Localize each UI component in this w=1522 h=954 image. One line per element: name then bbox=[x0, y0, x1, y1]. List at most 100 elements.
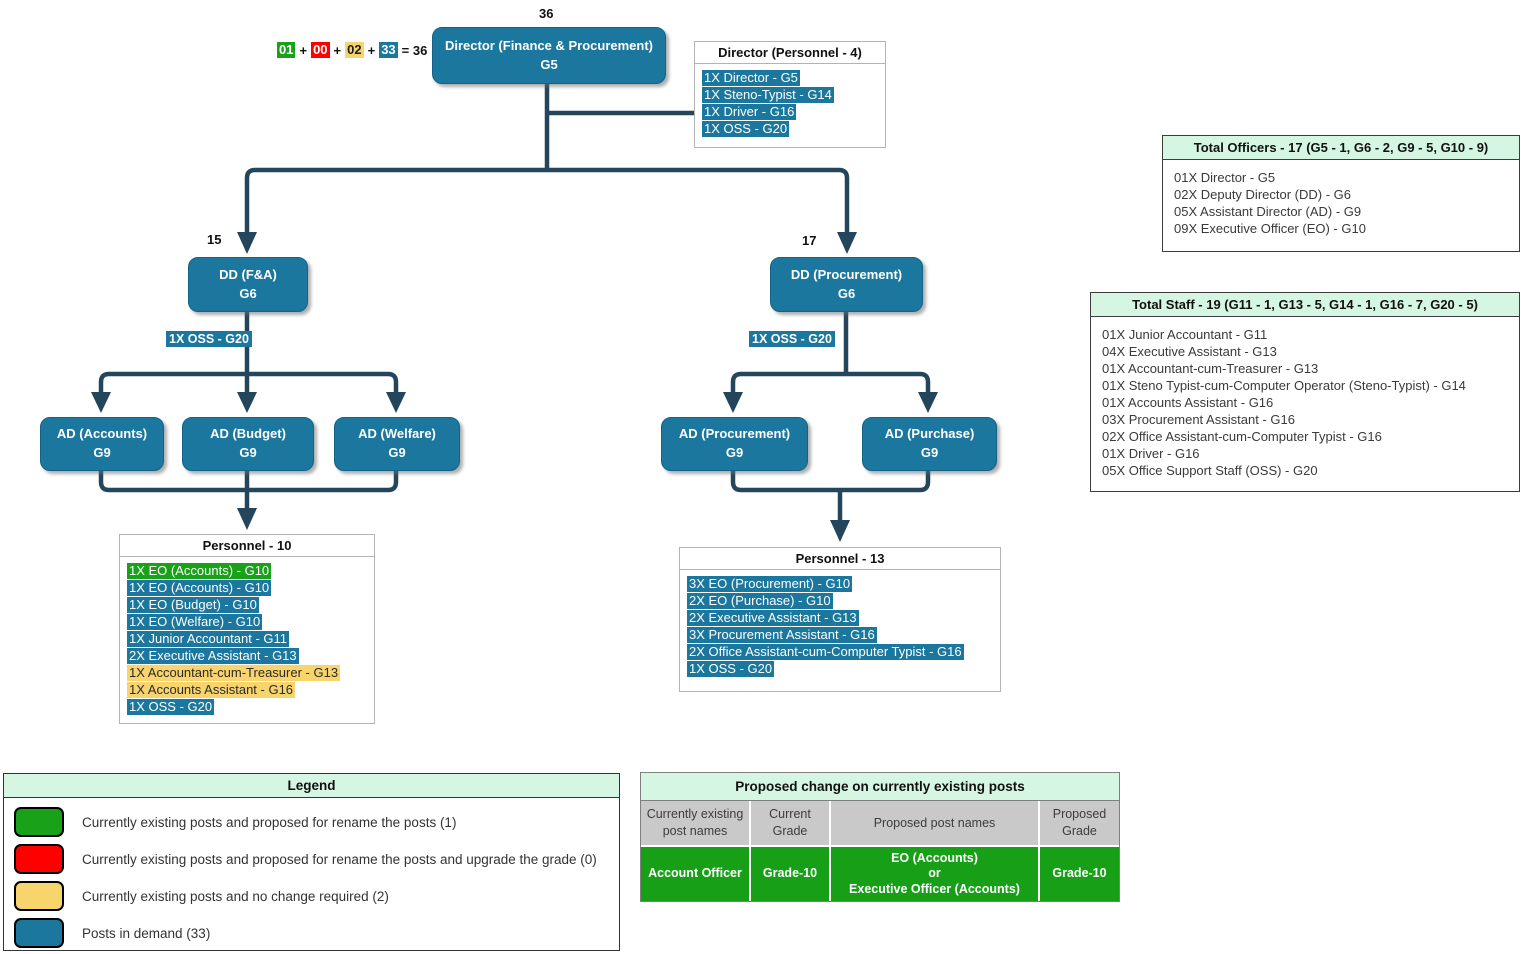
connector-left-merge-b bbox=[247, 470, 399, 493]
staff-item: 01X Junior Accountant - G11 bbox=[1102, 327, 1268, 342]
connector-ddfa-bar bbox=[98, 371, 399, 392]
edge-label-oss-left: 1X OSS - G20 bbox=[166, 331, 252, 347]
legend-row: Posts in demand (33) bbox=[14, 918, 609, 948]
org-node-grade: G5 bbox=[540, 56, 558, 72]
org-node-ad-budget: AD (Budget) G9 bbox=[182, 417, 314, 471]
personnel-item: 2X Office Assistant-cum-Computer Typist … bbox=[687, 644, 964, 660]
staff-item: 02X Office Assistant-cum-Computer Typist… bbox=[1102, 429, 1382, 444]
arrow-down-icon bbox=[918, 392, 938, 413]
org-node-title: AD (Purchase) bbox=[884, 426, 975, 442]
legend-label: Currently existing posts and proposed fo… bbox=[82, 851, 597, 867]
staff-item: 01X Accounts Assistant - G16 bbox=[1102, 395, 1274, 410]
org-node-dd-procurement: DD (Procurement) G6 bbox=[770, 257, 923, 312]
legend-red-swatch bbox=[14, 844, 64, 874]
officer-item: 02X Deputy Director (DD) - G6 bbox=[1174, 187, 1351, 202]
personnel-item: 1X OSS - G20 bbox=[702, 121, 790, 137]
connector-ddproc-bar bbox=[730, 371, 931, 392]
total-staff-title: Total Staff - 19 (G11 - 1, G13 - 5, G14 … bbox=[1091, 293, 1519, 317]
org-node-title: AD (Budget) bbox=[210, 426, 286, 442]
plus-sign: + bbox=[367, 42, 376, 58]
personnel13-title: Personnel - 13 bbox=[680, 548, 1000, 570]
legend-panel: Legend Currently existing posts and prop… bbox=[3, 773, 620, 951]
connector-root-split bbox=[244, 167, 850, 232]
staff-item: 01X Driver - G16 bbox=[1102, 446, 1200, 461]
org-node-title: AD (Welfare) bbox=[358, 426, 436, 442]
org-node-grade: G9 bbox=[93, 445, 111, 460]
total-staff-panel: Total Staff - 19 (G11 - 1, G13 - 5, G14 … bbox=[1090, 292, 1520, 492]
personnel-item: 1X Junior Accountant - G11 bbox=[127, 631, 290, 647]
table-cell: Grade-10 bbox=[1038, 845, 1119, 901]
org-node-title: Director (Finance & Procurement) bbox=[444, 37, 654, 53]
org-node-director: Director (Finance & Procurement) G5 bbox=[432, 27, 666, 84]
total-officers-panel: Total Officers - 17 (G5 - 1, G6 - 2, G9 … bbox=[1162, 135, 1520, 252]
personnel-item: 1X Steno-Typist - G14 bbox=[702, 87, 834, 103]
arrow-down-icon bbox=[91, 392, 111, 413]
personnel-item: 2X Executive Assistant - G13 bbox=[127, 648, 299, 664]
connector-right-merge-a bbox=[730, 470, 840, 493]
org-node-title: AD (Procurement) bbox=[678, 426, 791, 442]
arrow-down-icon bbox=[386, 392, 406, 413]
org-node-grade: G9 bbox=[920, 445, 939, 460]
column-header: Proposed Grade bbox=[1038, 801, 1119, 845]
personnel-item: 1X OSS - G20 bbox=[127, 699, 215, 715]
formula-result: = 36 bbox=[401, 42, 428, 58]
org-node-title: DD (F&A) bbox=[219, 266, 277, 282]
formula-blue-chip: 33 bbox=[379, 42, 398, 58]
formula-yellow-chip: 02 bbox=[345, 42, 364, 58]
staff-item: 01X Accountant-cum-Treasurer - G13 bbox=[1102, 361, 1319, 376]
personnel-item: 1X Accounts Assistant - G16 bbox=[127, 682, 296, 698]
plus-sign: + bbox=[333, 42, 342, 58]
officer-item: 05X Assistant Director (AD) - G9 bbox=[1174, 204, 1362, 219]
arrow-down-icons bbox=[91, 232, 938, 542]
table-cell: Account Officer bbox=[641, 845, 749, 901]
personnel4-title: Director (Personnel - 4) bbox=[695, 42, 885, 64]
officer-item: 01X Director - G5 bbox=[1174, 170, 1276, 185]
proposed-change-table: Proposed change on currently existing po… bbox=[640, 772, 1120, 902]
personnel-item: 1X EO (Welfare) - G10 bbox=[127, 614, 263, 630]
arrow-down-icon bbox=[237, 392, 257, 413]
arrow-down-icon bbox=[837, 232, 857, 254]
org-node-ad-procurement: AD (Procurement) G9 bbox=[661, 417, 808, 471]
count-label-dd-proc: 17 bbox=[802, 233, 817, 248]
legend-label: Currently existing posts and no change r… bbox=[82, 888, 389, 904]
column-header: Currently existing post names bbox=[641, 801, 749, 845]
legend-row: Currently existing posts and proposed fo… bbox=[14, 844, 609, 874]
org-node-grade: G6 bbox=[837, 285, 856, 301]
personnel4-panel: Director (Personnel - 4) 1X Director - G… bbox=[694, 41, 886, 148]
legend-row: Currently existing posts and no change r… bbox=[14, 881, 609, 911]
officer-item: 09X Executive Officer (EO) - G10 bbox=[1174, 221, 1366, 236]
legend-row: Currently existing posts and proposed fo… bbox=[14, 807, 609, 837]
staff-item: 03X Procurement Assistant - G16 bbox=[1102, 412, 1295, 427]
legend-label: Posts in demand (33) bbox=[82, 925, 211, 941]
edge-label-oss-right: 1X OSS - G20 bbox=[749, 331, 835, 347]
legend-green-swatch bbox=[14, 807, 64, 837]
personnel-item: 2X EO (Purchase) - G10 bbox=[687, 593, 833, 609]
org-node-ad-accounts: AD (Accounts) G9 bbox=[40, 417, 164, 471]
formula-green-chip: 01 bbox=[277, 42, 296, 58]
column-header: Proposed post names bbox=[829, 801, 1038, 845]
personnel-item: 1X OSS - G20 bbox=[687, 661, 775, 677]
total-officers-title: Total Officers - 17 (G5 - 1, G6 - 2, G9 … bbox=[1163, 136, 1519, 160]
staff-item: 04X Executive Assistant - G13 bbox=[1102, 344, 1277, 359]
proposed-change-title: Proposed change on currently existing po… bbox=[641, 773, 1119, 801]
post-count-formula: 01 + 00 + 02 + 33 = 36 bbox=[277, 42, 427, 58]
personnel-item: 1X EO (Accounts) - G10 bbox=[127, 563, 272, 579]
personnel13-panel: Personnel - 13 3X EO (Procurement) - G10… bbox=[679, 547, 1001, 692]
legend-title: Legend bbox=[4, 774, 619, 798]
arrow-down-icon bbox=[830, 520, 850, 542]
table-cell: Grade-10 bbox=[749, 845, 829, 901]
table-cell: EO (Accounts) or Executive Officer (Acco… bbox=[829, 845, 1038, 901]
personnel-item: 1X EO (Accounts) - G10 bbox=[127, 580, 272, 596]
connector-right-merge-b bbox=[840, 470, 931, 493]
count-label-dd-fa: 15 bbox=[207, 232, 222, 247]
org-node-title: AD (Accounts) bbox=[56, 426, 148, 442]
personnel10-title: Personnel - 10 bbox=[120, 535, 374, 557]
staff-item: 01X Steno Typist-cum-Computer Operator (… bbox=[1102, 378, 1466, 393]
org-node-ad-purchase: AD (Purchase) G9 bbox=[862, 417, 997, 471]
personnel-item: 1X Accountant-cum-Treasurer - G13 bbox=[127, 665, 341, 681]
arrow-down-icon bbox=[237, 232, 257, 254]
arrow-down-icon bbox=[237, 508, 257, 530]
plus-sign: + bbox=[299, 42, 308, 58]
